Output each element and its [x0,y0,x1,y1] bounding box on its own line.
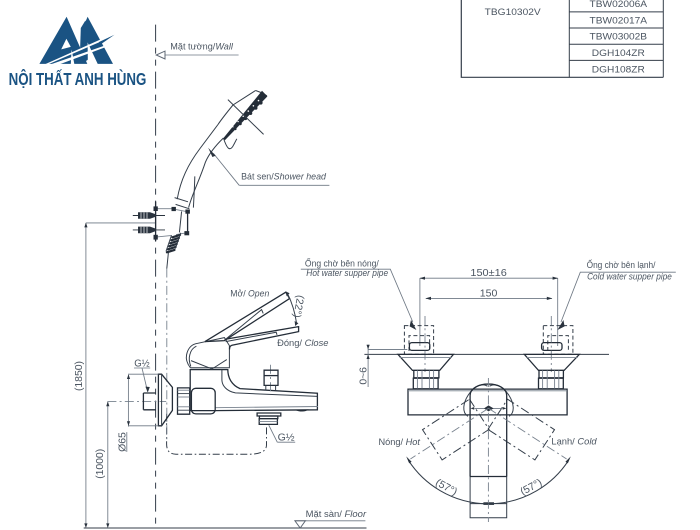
svg-text:DGH104ZR: DGH104ZR [592,48,645,59]
svg-text:(57°): (57°) [433,477,459,498]
svg-text:Mở/ Open: Mở/ Open [230,289,269,300]
svg-text:Đóng/ Close: Đóng/ Close [277,338,328,349]
svg-text:Lạnh/ Cold: Lạnh/ Cold [551,437,597,448]
svg-text:Nóng/ Hot: Nóng/ Hot [379,437,421,448]
svg-text:TBG10302V: TBG10302V [485,7,542,18]
svg-text:(22°): (22°) [290,294,306,319]
svg-text:DGH108ZR: DGH108ZR [592,64,645,75]
svg-text:0~6: 0~6 [357,367,369,385]
svg-text:Ống chờ bên lạnh/: Ống chờ bên lạnh/ [587,259,656,271]
svg-text:(1000): (1000) [94,449,106,479]
svg-text:150: 150 [480,288,498,300]
svg-text:(57°): (57°) [518,477,544,498]
svg-text:TBW02006A: TBW02006A [590,0,648,10]
svg-text:Ống chờ bên nóng/: Ống chờ bên nóng/ [305,257,379,269]
svg-text:Ø65: Ø65 [116,432,128,452]
svg-text:150±16: 150±16 [470,267,507,279]
svg-text:G½: G½ [278,431,295,443]
svg-text:G½: G½ [134,357,150,369]
svg-text:Bát sen/Shower head: Bát sen/Shower head [241,172,327,183]
svg-text:TBW02017A: TBW02017A [590,16,648,27]
svg-text:Mặt tường/Wall: Mặt tường/Wall [170,42,233,53]
svg-text:Hot water supper pipe: Hot water supper pipe [306,268,388,279]
svg-text:TBW03002B: TBW03002B [590,32,648,43]
svg-text:Mặt sàn/ Floor: Mặt sàn/ Floor [306,509,367,520]
svg-text:Cold water supper pipe: Cold water supper pipe [587,272,672,283]
svg-text:NỘI THẤT ANH HÙNG: NỘI THẤT ANH HÙNG [9,69,147,89]
svg-text:(1850): (1850) [73,361,85,391]
